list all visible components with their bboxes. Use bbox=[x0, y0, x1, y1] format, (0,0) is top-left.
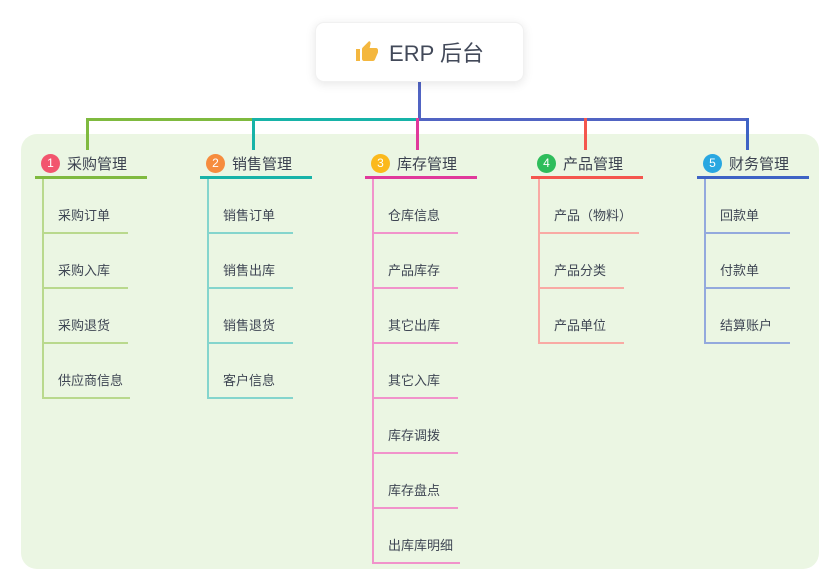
branch-drop-line bbox=[86, 118, 89, 150]
branch-label: 财务管理 bbox=[729, 155, 790, 173]
branch-label: 产品管理 bbox=[563, 155, 624, 173]
child-label: 付款单 bbox=[720, 263, 760, 278]
branch-column: 1 采购管理采购订单采购入库采购退货供应商信息 bbox=[35, 150, 147, 399]
child-node[interactable]: 产品（物料） bbox=[540, 179, 640, 234]
branch-node[interactable]: 4 产品管理 bbox=[531, 150, 643, 179]
child-label: 产品库存 bbox=[388, 263, 441, 278]
branch-number-badge: 3 bbox=[371, 153, 390, 173]
child-label: 产品（物料） bbox=[554, 208, 633, 223]
branch-node[interactable]: 3 库存管理 bbox=[365, 150, 477, 179]
branch-node[interactable]: 2 销售管理 bbox=[200, 150, 312, 179]
child-label: 其它出库 bbox=[388, 318, 441, 333]
branch-children: 产品（物料） 产品分类产品单位 bbox=[538, 179, 643, 344]
branch-node[interactable]: 1 采购管理 bbox=[35, 150, 147, 179]
branch-children: 采购订单采购入库采购退货供应商信息 bbox=[42, 179, 147, 399]
child-node[interactable]: 仓库信息 bbox=[374, 179, 458, 234]
child-node[interactable]: 其它出库 bbox=[374, 289, 458, 344]
child-node[interactable]: 销售出库 bbox=[209, 234, 293, 289]
child-node[interactable]: 供应商信息 bbox=[44, 344, 131, 399]
child-node[interactable]: 产品库存 bbox=[374, 234, 458, 289]
branch-drop-line bbox=[252, 118, 255, 150]
branch-number-badge: 2 bbox=[206, 153, 225, 173]
child-label: 库存调拨 bbox=[388, 428, 441, 443]
child-label: 其它入库 bbox=[388, 373, 441, 388]
branch-column: 4 产品管理产品（物料） 产品分类产品单位 bbox=[531, 150, 643, 344]
child-node[interactable]: 其它入库 bbox=[374, 344, 458, 399]
child-node[interactable]: 销售退货 bbox=[209, 289, 293, 344]
bus-segment-2 bbox=[252, 118, 418, 121]
child-label: 供应商信息 bbox=[58, 373, 124, 388]
child-node[interactable]: 付款单 bbox=[706, 234, 790, 289]
child-node[interactable]: 客户信息 bbox=[209, 344, 293, 399]
branch-children: 销售订单销售出库销售退货客户信息 bbox=[207, 179, 312, 399]
branch-drop-line bbox=[416, 118, 419, 150]
root-label: ERP 后台 bbox=[389, 41, 484, 66]
child-label: 库存盘点 bbox=[388, 483, 441, 498]
branch-number-badge: 5 bbox=[703, 153, 722, 173]
child-label: 产品单位 bbox=[554, 318, 607, 333]
branch-column: 2 销售管理销售订单销售出库销售退货客户信息 bbox=[200, 150, 312, 399]
bus-segment-1 bbox=[86, 118, 255, 121]
branch-number-badge: 4 bbox=[537, 153, 556, 173]
branch-column: 3 库存管理仓库信息产品库存其它出库其它入库库存调拨库存盘点出库库明细 bbox=[365, 150, 477, 564]
child-label: 客户信息 bbox=[223, 373, 276, 388]
branch-label: 销售管理 bbox=[232, 155, 293, 173]
child-node[interactable]: 产品单位 bbox=[540, 289, 624, 344]
child-label: 销售出库 bbox=[223, 263, 276, 278]
child-node[interactable]: 销售订单 bbox=[209, 179, 293, 234]
child-label: 采购退货 bbox=[58, 318, 111, 333]
child-node[interactable]: 库存调拨 bbox=[374, 399, 458, 454]
child-node[interactable]: 结算账户 bbox=[706, 289, 790, 344]
child-label: 仓库信息 bbox=[388, 208, 441, 223]
child-label: 结算账户 bbox=[720, 318, 773, 333]
child-node[interactable]: 产品分类 bbox=[540, 234, 624, 289]
branch-drop-line bbox=[584, 118, 587, 150]
child-label: 采购入库 bbox=[58, 263, 111, 278]
branch-node[interactable]: 5 财务管理 bbox=[697, 150, 809, 179]
thumbs-up-icon bbox=[355, 40, 379, 64]
child-node[interactable]: 采购退货 bbox=[44, 289, 128, 344]
branch-number-badge: 1 bbox=[41, 153, 60, 173]
root-node[interactable]: ERP 后台 bbox=[315, 22, 524, 82]
child-label: 销售退货 bbox=[223, 318, 276, 333]
thumbs-up-path bbox=[356, 41, 379, 61]
branch-drop-line bbox=[746, 118, 749, 150]
child-node[interactable]: 回款单 bbox=[706, 179, 790, 234]
child-label: 采购订单 bbox=[58, 208, 111, 223]
child-node[interactable]: 采购入库 bbox=[44, 234, 128, 289]
child-label: 回款单 bbox=[720, 208, 760, 223]
branch-children: 回款单付款单结算账户 bbox=[704, 179, 809, 344]
branch-label: 采购管理 bbox=[67, 155, 128, 173]
child-label: 产品分类 bbox=[554, 263, 607, 278]
branch-column: 5 财务管理回款单付款单结算账户 bbox=[697, 150, 809, 344]
child-node[interactable]: 出库库明细 bbox=[374, 509, 461, 564]
child-node[interactable]: 采购订单 bbox=[44, 179, 128, 234]
child-label: 出库库明细 bbox=[388, 538, 454, 553]
branch-label: 库存管理 bbox=[397, 155, 458, 173]
branch-children: 仓库信息产品库存其它出库其它入库库存调拨库存盘点出库库明细 bbox=[372, 179, 477, 564]
child-label: 销售订单 bbox=[223, 208, 276, 223]
root-vertical-line bbox=[418, 82, 421, 121]
bus-segment-3 bbox=[418, 118, 749, 121]
child-node[interactable]: 库存盘点 bbox=[374, 454, 458, 509]
branches-background-panel bbox=[21, 134, 819, 569]
